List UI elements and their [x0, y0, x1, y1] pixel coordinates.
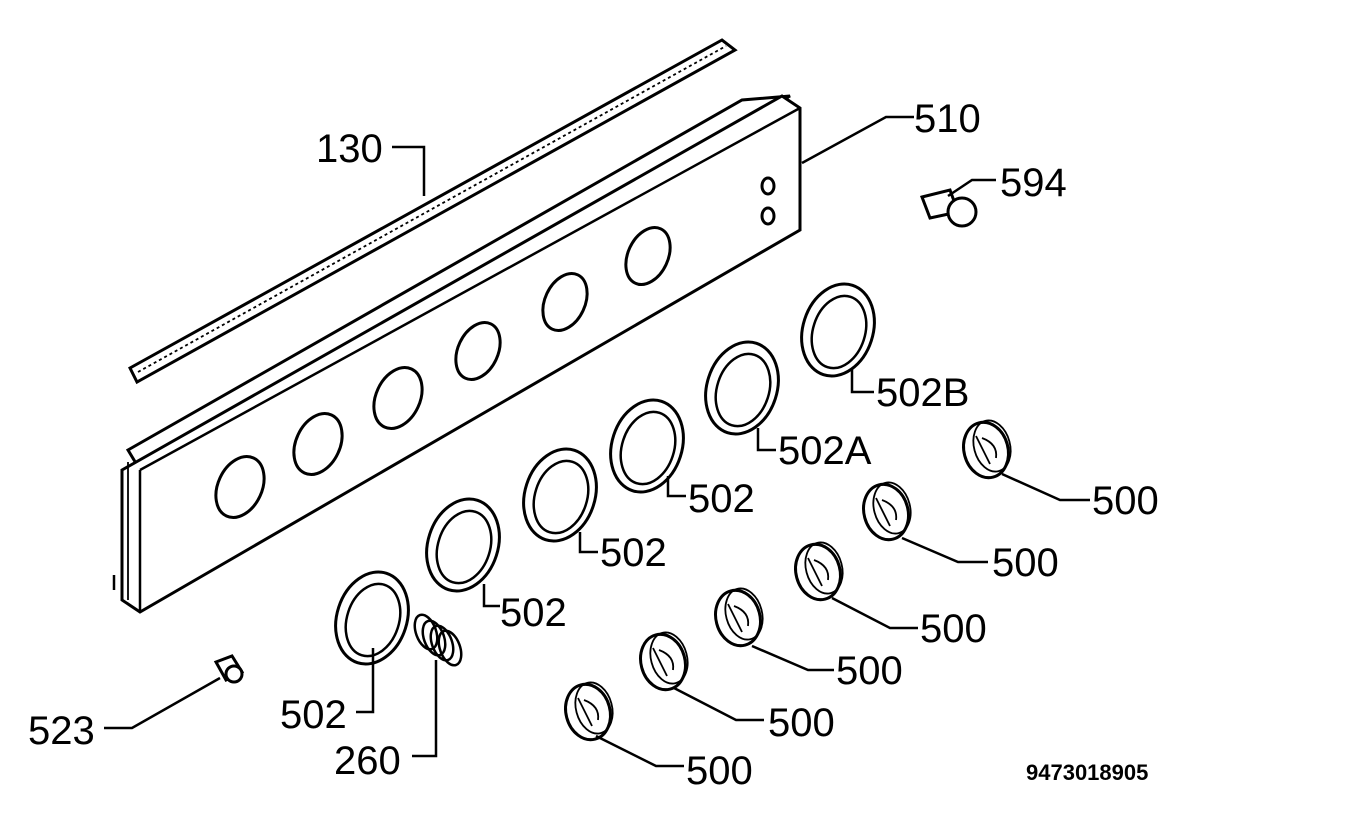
knob-500-3 [714, 587, 764, 648]
knob-500-1 [564, 681, 614, 742]
label-510: 510 [914, 97, 981, 141]
part-labels: 130 510 594 502B 502A 502 502 502 502 26… [28, 97, 1159, 793]
control-panel-510 [112, 94, 802, 614]
knob-500-2 [639, 631, 689, 692]
knob-500-4 [794, 541, 844, 602]
knob-500-5 [862, 481, 912, 542]
label-502b: 502B [876, 371, 969, 415]
bezel-ring-502-3 [522, 447, 598, 543]
label-130: 130 [316, 127, 383, 171]
bezel-ring-502-4 [609, 398, 685, 494]
spring-260 [413, 613, 463, 667]
label-500-5: 500 [992, 541, 1059, 585]
drawing-number: 9473018905 [1026, 760, 1148, 785]
bezel-ring-502a [704, 340, 780, 436]
label-502-2: 502 [500, 591, 567, 635]
label-502-1: 502 [280, 693, 347, 737]
bezel-ring-502b [800, 282, 876, 378]
clip-523 [213, 654, 245, 684]
label-260: 260 [334, 739, 401, 783]
label-500-6: 500 [1092, 479, 1159, 523]
label-523: 523 [28, 709, 95, 753]
label-500-1: 500 [686, 749, 753, 793]
label-502a: 502A [778, 429, 872, 473]
label-502-4: 502 [688, 477, 755, 521]
bezel-ring-502-2 [425, 497, 501, 593]
label-502-3: 502 [600, 531, 667, 575]
control-knobs [564, 419, 1012, 742]
label-594: 594 [1000, 161, 1067, 205]
leader-lines [104, 115, 1090, 768]
knob-500-6 [962, 419, 1012, 480]
seal-strip-130 [128, 38, 738, 385]
bezel-ring-502-1 [334, 570, 410, 666]
label-500-2: 500 [768, 701, 835, 745]
indicator-light-594 [919, 188, 978, 228]
label-500-4: 500 [920, 607, 987, 651]
label-500-3: 500 [836, 649, 903, 693]
bezel-rings [334, 282, 876, 666]
